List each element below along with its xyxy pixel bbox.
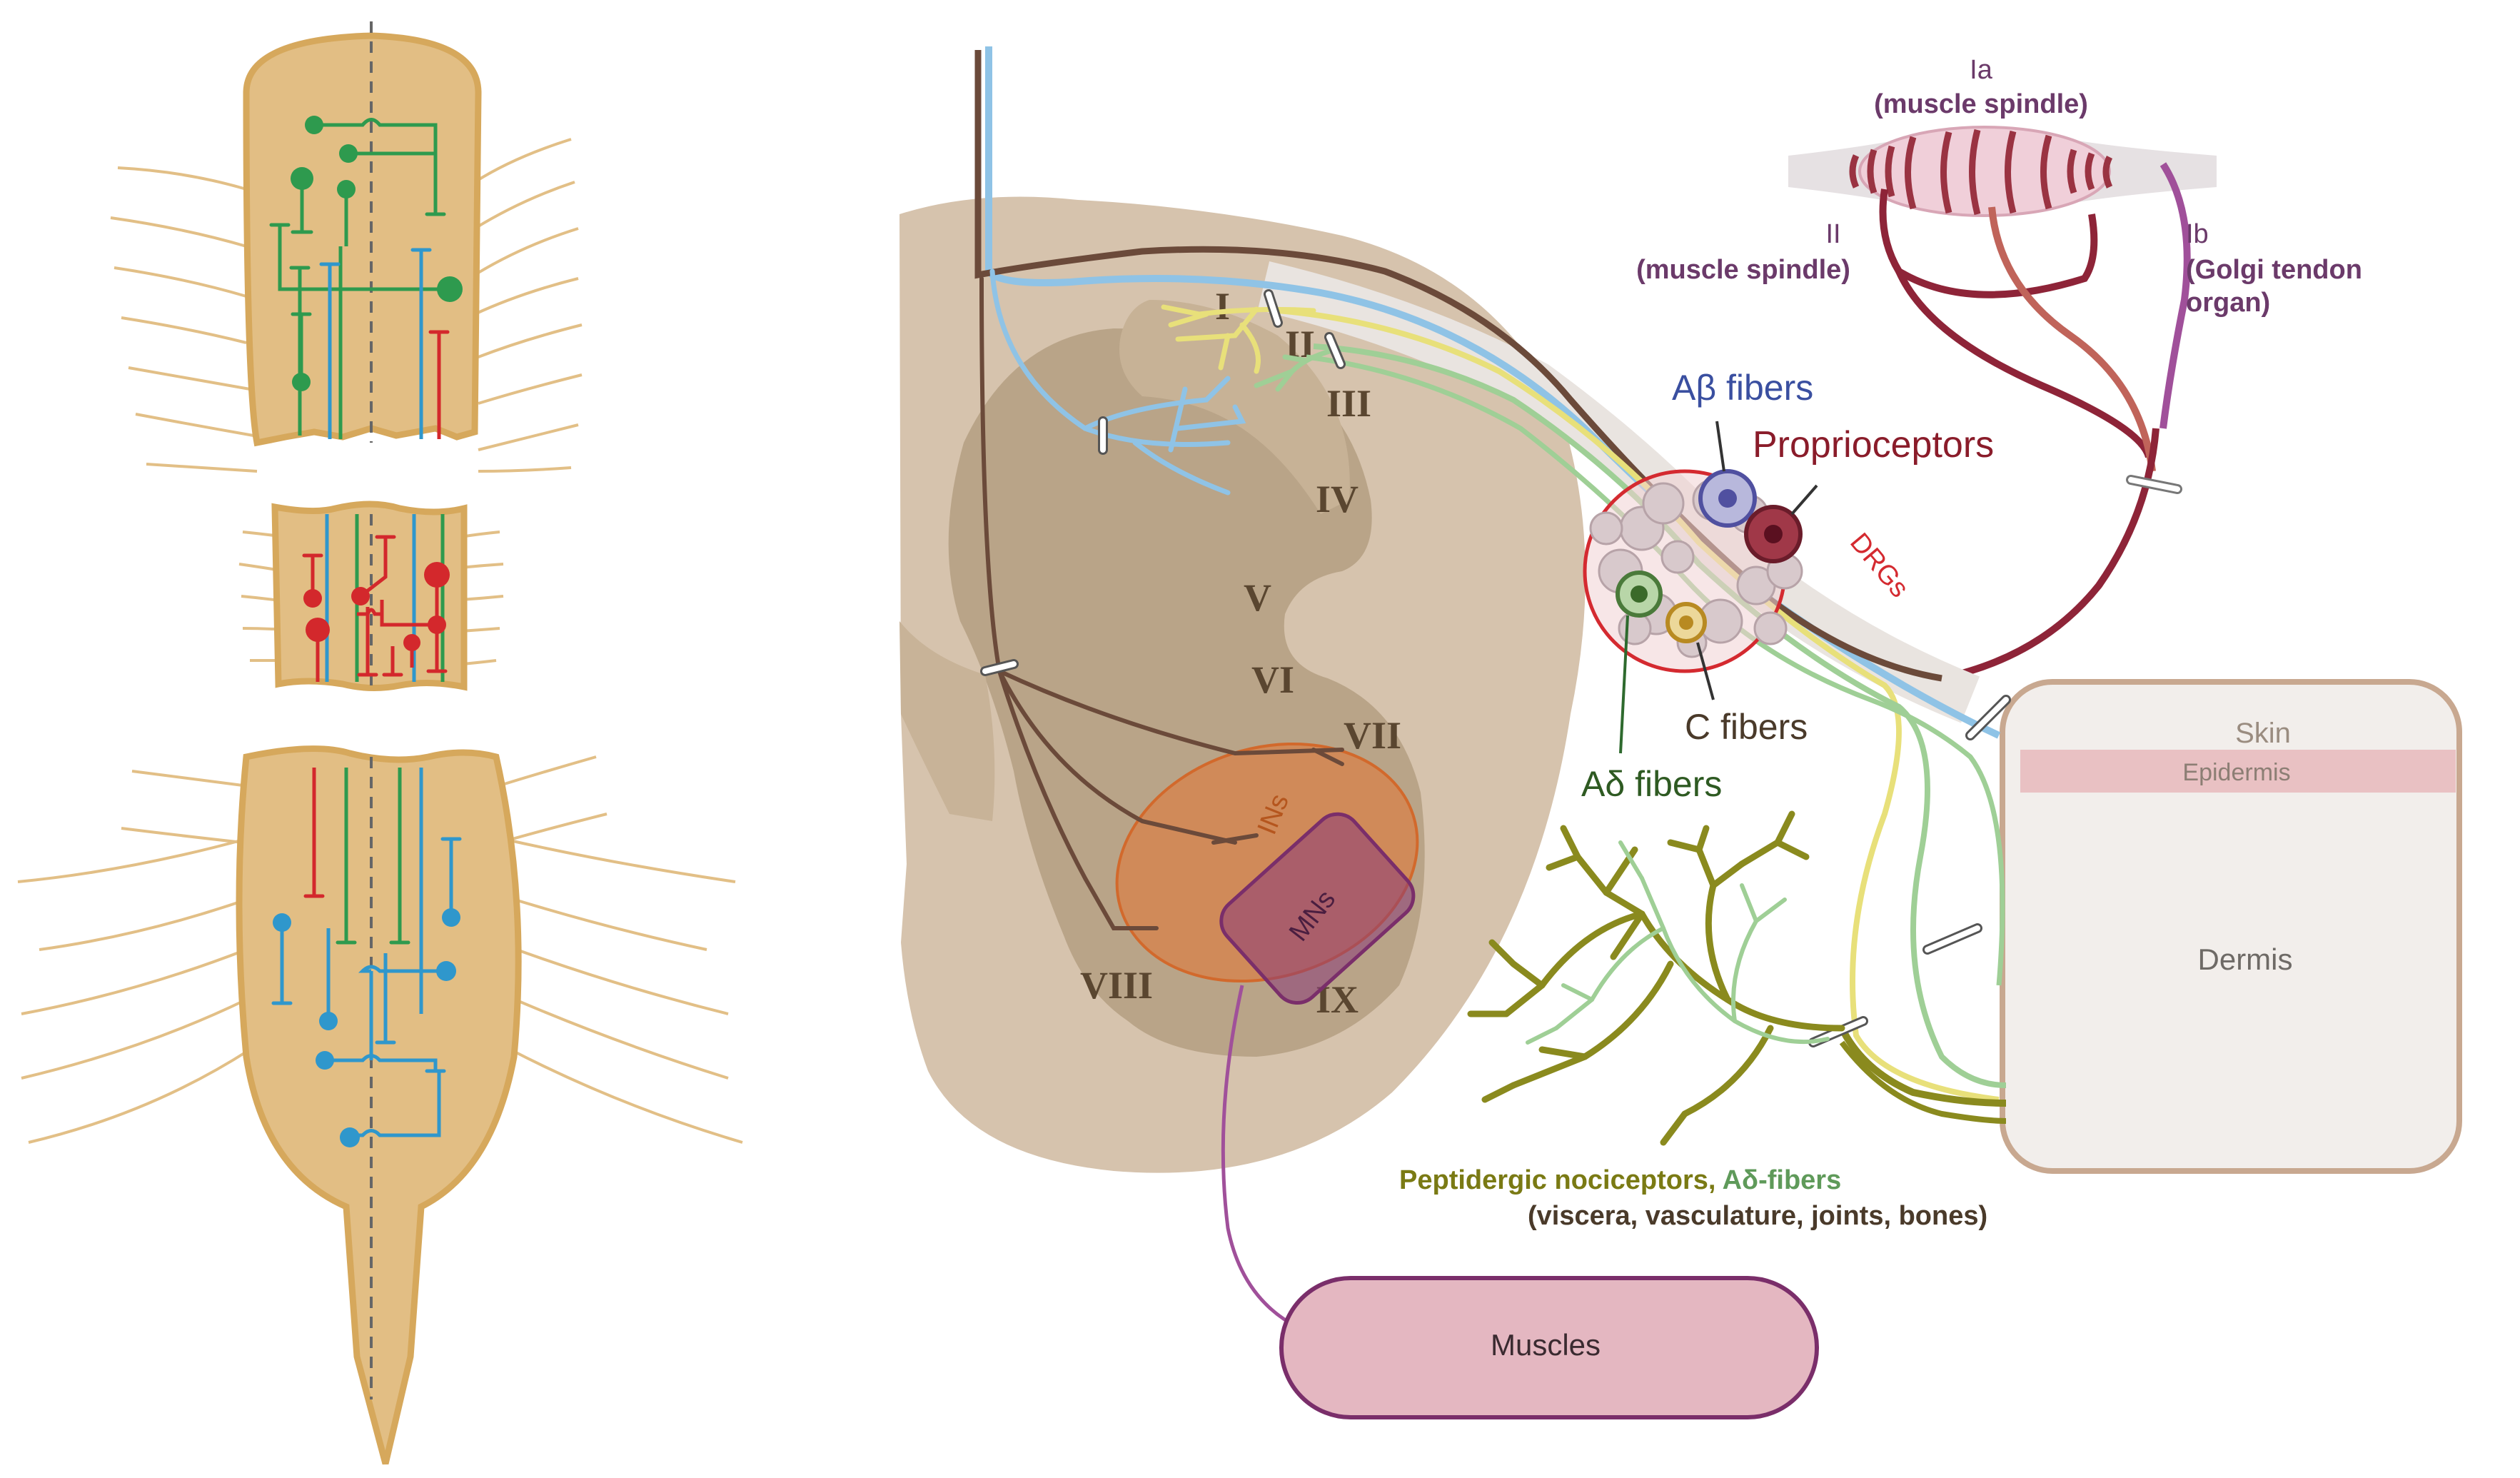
lower-cord-segment	[236, 745, 522, 1465]
skin-panel: Skin Epidermis Dermis	[2000, 679, 2462, 1174]
motor-axon	[1221, 985, 1301, 1330]
abeta-leader	[1715, 421, 1725, 472]
mns-region	[1219, 812, 1416, 1005]
epidermis-label: Epidermis	[2182, 759, 2290, 786]
proprio-leader	[1790, 484, 1818, 516]
epidermis-band	[2020, 750, 2456, 793]
spinal-cord-schematic	[17, 21, 743, 1465]
ib-label: Ib	[2186, 219, 2209, 249]
adelta-leader	[1619, 615, 1629, 754]
lamina-vii: VII	[1344, 714, 1401, 757]
drg-cells	[1589, 478, 1803, 658]
ia-label: Ia	[1970, 55, 1993, 85]
adelta-label: Aδ fibers	[1581, 764, 1722, 804]
central-terminals	[979, 268, 1344, 930]
ia-sublabel: (muscle spindle)	[1874, 89, 2088, 119]
proprioceptor-afferents	[1879, 162, 2191, 682]
drg-label: DRGs	[1844, 528, 1915, 603]
lower-circuit	[271, 768, 462, 1137]
upper-circuit-nodes	[291, 116, 463, 391]
c-fibers-label: C fibers	[1685, 707, 1808, 747]
nociceptor-tree-green	[1526, 840, 1830, 1045]
upper-circuit	[269, 118, 450, 439]
lamina-v: V	[1244, 576, 1271, 619]
c-fibers-leader	[1696, 642, 1715, 700]
skin-label: Skin	[2235, 718, 2291, 749]
drg	[1583, 469, 1803, 673]
lamina-i: I	[1215, 285, 1230, 328]
middle-circuit-nodes	[303, 562, 450, 651]
nociceptor-caption-line2: (viscera, vasculature, joints, bones)	[1528, 1201, 1987, 1231]
abeta-label: Aβ fibers	[1672, 368, 1813, 408]
ii-label: II	[1825, 219, 1840, 249]
muscle-spindle	[1788, 126, 2217, 682]
muscles-label: Muscles	[1491, 1328, 1601, 1362]
muscles-box	[1279, 1276, 1819, 1419]
spindle-coils	[1849, 129, 2113, 216]
proprio-label: Proprioceptors	[1753, 424, 1994, 466]
ib-sublabel-2: organ)	[2186, 288, 2270, 318]
ii-sublabel: (muscle spindle)	[1636, 255, 1850, 285]
nociceptor-caption-part2: Aδ-fibers	[1723, 1165, 1842, 1195]
lamina-iv: IV	[1316, 478, 1359, 521]
upper-nerve-roots	[110, 138, 583, 473]
lamina-viii: VIII	[1080, 964, 1153, 1007]
lateral-lobe	[899, 621, 995, 821]
nociceptor-caption-part1: Peptidergic nociceptors,	[1399, 1165, 1723, 1195]
middle-circuit	[302, 514, 448, 682]
lamina-vi: VI	[1251, 658, 1294, 701]
lower-nerve-roots	[17, 755, 743, 1144]
lower-circuit-nodes	[273, 908, 460, 1147]
dermis-label: Dermis	[2198, 942, 2293, 976]
lamina-iii: III	[1326, 382, 1371, 425]
nociceptor-caption-line1: Peptidergic nociceptors, Aδ-fibers	[1399, 1165, 1841, 1195]
ib-sublabel-1: (Golgi tendon	[2186, 255, 2362, 285]
